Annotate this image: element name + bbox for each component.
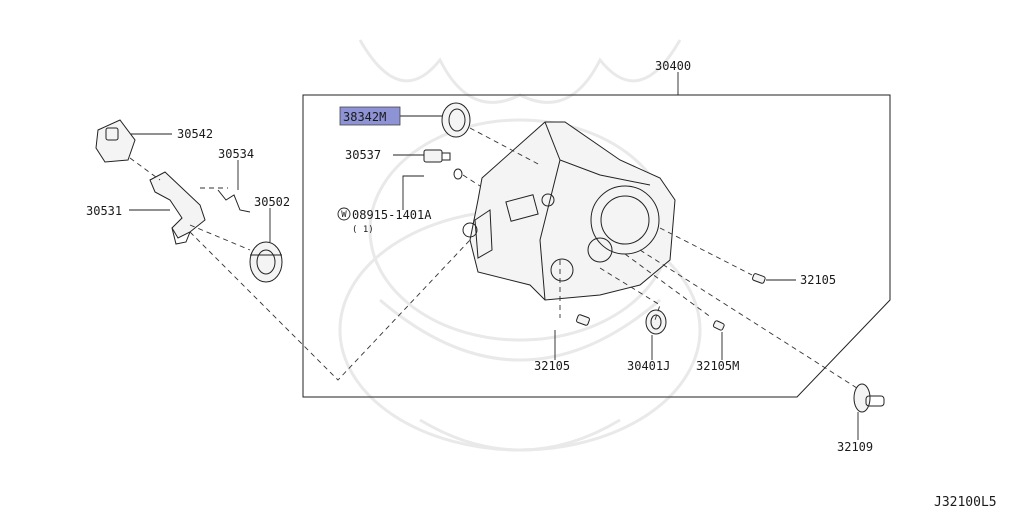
svg-text:W: W [341, 210, 347, 220]
dowel-pin-bottom[interactable] [576, 314, 590, 326]
label-30534[interactable]: 30534 [218, 147, 254, 161]
label-30542[interactable]: 30542 [177, 127, 213, 141]
label-30537[interactable]: 30537 [345, 148, 381, 162]
washer-symbol-icon: W [337, 207, 351, 221]
leader-lines [129, 72, 859, 440]
assembly-frame [302, 94, 891, 398]
label-08915-1401A[interactable]: 08915-1401A [352, 208, 432, 222]
transmission-case[interactable] [462, 121, 676, 301]
label-32105-bottom[interactable]: 32105 [534, 359, 570, 373]
drawing-code: J32100L5 [934, 495, 997, 510]
axle-seal-part[interactable] [645, 309, 667, 335]
highlight-box [339, 106, 401, 126]
switch-part[interactable] [423, 149, 463, 180]
label-quantity: ( 1) [352, 225, 374, 235]
label-38342M[interactable]: 38342M [343, 110, 386, 124]
label-32105M[interactable]: 32105M [696, 359, 739, 373]
spring-part[interactable] [217, 189, 251, 213]
alignment-lines [129, 127, 861, 391]
label-30531[interactable]: 30531 [86, 204, 122, 218]
bearing-cap-part[interactable] [95, 119, 136, 163]
release-bearing-part[interactable] [249, 241, 283, 283]
label-32105-right[interactable]: 32105 [800, 273, 836, 287]
label-30400[interactable]: 30400 [655, 59, 691, 73]
label-30401J[interactable]: 30401J [627, 359, 670, 373]
label-30502[interactable]: 30502 [254, 195, 290, 209]
withdrawal-lever-part[interactable] [149, 171, 206, 245]
plug-part[interactable] [853, 383, 885, 413]
oil-seal-part[interactable] [441, 102, 471, 138]
label-32109[interactable]: 32109 [837, 440, 873, 454]
dowel-pin-m[interactable] [712, 320, 725, 331]
dowel-pin-right[interactable] [752, 273, 766, 284]
